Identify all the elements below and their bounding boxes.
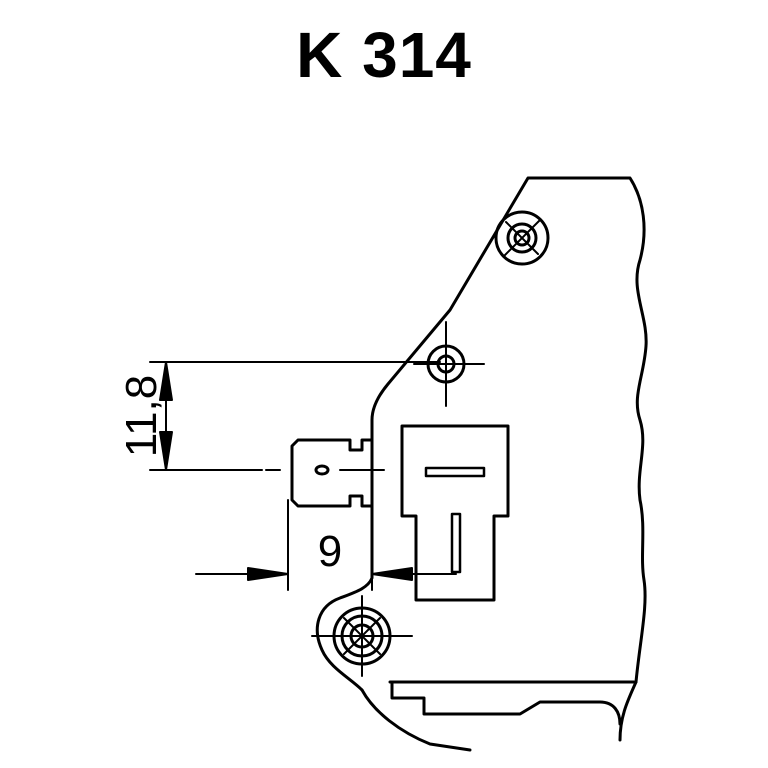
reference-hole bbox=[413, 321, 485, 407]
dimension-horizontal bbox=[195, 499, 457, 591]
drawing-title: K 314 bbox=[296, 19, 472, 91]
connector-socket bbox=[400, 424, 510, 602]
dimension-vertical-label: 11,8 bbox=[117, 375, 166, 457]
base-inner-step bbox=[390, 680, 622, 726]
base-wave bbox=[618, 680, 638, 742]
base-outline bbox=[360, 688, 472, 752]
dimension-horizontal-label: 9 bbox=[318, 527, 342, 576]
dimension-vertical bbox=[149, 361, 441, 471]
housing-outline bbox=[315, 176, 648, 692]
top-mounting-hole bbox=[494, 210, 550, 266]
flat-terminal bbox=[265, 438, 385, 508]
bottom-mounting-hole bbox=[311, 595, 413, 677]
